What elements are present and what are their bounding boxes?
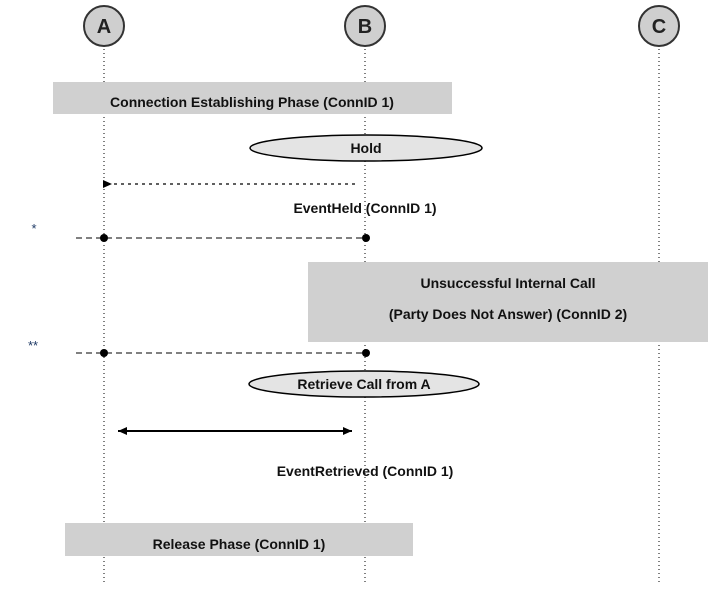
marker-dot-a-2 xyxy=(100,349,108,357)
retrieve-action: Retrieve Call from A xyxy=(248,370,480,398)
connection-phase-box: Connection Establishing Phase (ConnID 1) xyxy=(53,82,452,114)
party-b: B xyxy=(344,5,386,47)
party-c: C xyxy=(638,5,680,47)
marker-double-star: ** xyxy=(28,338,38,353)
party-a: A xyxy=(83,5,125,47)
hold-action: Hold xyxy=(249,134,483,162)
connection-phase-label: Connection Establishing Phase (ConnID 1) xyxy=(110,94,394,110)
release-phase-box: Release Phase (ConnID 1) xyxy=(65,523,413,556)
marker-dot-a-1 xyxy=(100,234,108,242)
retrieve-label: Retrieve Call from A xyxy=(297,376,430,392)
marker-dot-b-2 xyxy=(362,349,370,357)
event-held-label: EventHeld (ConnID 1) xyxy=(293,200,436,216)
unsuccessful-call-line1: Unsuccessful Internal Call xyxy=(420,275,595,291)
party-a-label: A xyxy=(97,16,111,38)
release-phase-label: Release Phase (ConnID 1) xyxy=(153,536,326,552)
marker-single-star: * xyxy=(31,221,36,236)
unsuccessful-call-box: Unsuccessful Internal Call (Party Does N… xyxy=(308,262,708,342)
unsuccessful-call-line2: (Party Does Not Answer) (ConnID 2) xyxy=(389,306,627,322)
party-c-label: C xyxy=(652,16,666,38)
marker-dot-b-1 xyxy=(362,234,370,242)
hold-label: Hold xyxy=(350,140,381,156)
party-b-label: B xyxy=(358,16,372,38)
event-retrieved-label: EventRetrieved (ConnID 1) xyxy=(277,463,454,479)
